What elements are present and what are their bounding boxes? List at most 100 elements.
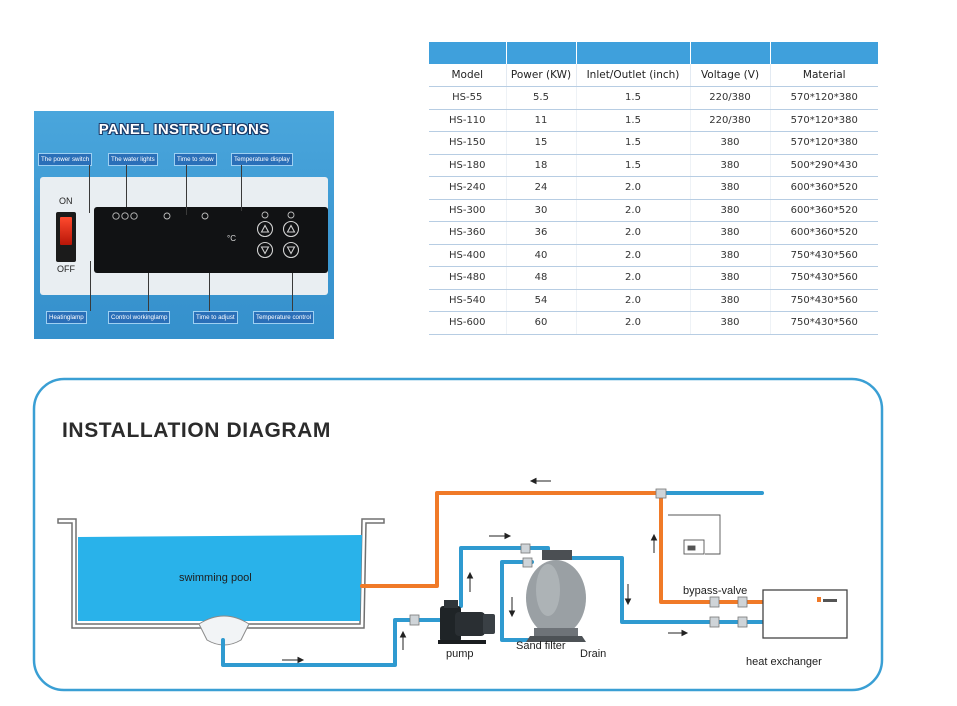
table-cell: 2.0 xyxy=(576,176,691,200)
table-cell: 24 xyxy=(506,176,577,200)
table-cell: HS-150 xyxy=(429,131,507,155)
pool-drain-bowl xyxy=(198,615,250,646)
column-header: Voltage (V) xyxy=(690,64,771,87)
table-cell: 2.0 xyxy=(576,199,691,222)
table-cell: HS-180 xyxy=(429,154,507,177)
heat-exchanger-label: heat exchanger xyxy=(746,656,822,668)
table-cell: 380 xyxy=(690,289,771,312)
table-cell: 5.5 xyxy=(506,86,577,110)
table-cell: 54 xyxy=(506,289,577,312)
table-cell: 570*120*380 xyxy=(770,131,878,155)
tag-temperature-display: Temperature display xyxy=(231,153,293,166)
table-cell: 380 xyxy=(690,221,771,245)
table-cell: 380 xyxy=(690,131,771,155)
table-cell: 600*360*520 xyxy=(770,176,878,200)
time-up-button xyxy=(256,220,274,238)
table-cell: 380 xyxy=(690,244,771,267)
bypass-branch xyxy=(668,514,721,555)
table-cell: 220/380 xyxy=(690,86,771,110)
table-cell: 750*430*560 xyxy=(770,311,878,335)
tag-time-to-show: Time to show xyxy=(174,153,217,166)
switch-off-label: OFF xyxy=(57,264,75,274)
tag-temperature-control: Temperature control xyxy=(253,311,315,324)
table-cell: 1.5 xyxy=(576,86,691,110)
sand-filter-icon xyxy=(526,550,586,642)
bypass-valve-label: bypass-valve xyxy=(683,585,748,597)
table-cell: 380 xyxy=(690,266,771,290)
table-cell: 48 xyxy=(506,266,577,290)
tag-heating-lamp: Heatinglamp xyxy=(46,311,87,324)
table-cell: 750*430*560 xyxy=(770,289,878,312)
pool-label: swimming pool xyxy=(179,572,252,584)
table-cell: 2.0 xyxy=(576,266,691,290)
temp-unit-label: °C xyxy=(227,234,236,243)
sand-filter-label: Sand filter xyxy=(516,640,566,652)
table-cell: 2.0 xyxy=(576,244,691,267)
table-cell: 2.0 xyxy=(576,311,691,335)
table-cell: HS-400 xyxy=(429,244,507,267)
table-cell: 380 xyxy=(690,199,771,222)
table-header-band xyxy=(429,42,878,64)
control-screen-icons xyxy=(112,211,300,259)
column-header: Material xyxy=(770,64,878,87)
table-cell: 2.0 xyxy=(576,221,691,245)
tag-water-lights: The water lights xyxy=(108,153,158,166)
panel-instructions: PANEL INSTRUGTIONS The power switch The … xyxy=(34,111,334,339)
thermometer-small-icon xyxy=(287,211,295,219)
heat-exchanger-icon xyxy=(762,589,848,639)
table-cell: 220/380 xyxy=(690,109,771,132)
table-cell: 30 xyxy=(506,199,577,222)
pump-icon xyxy=(438,600,495,644)
table-cell: 600*360*520 xyxy=(770,221,878,245)
column-header: Model xyxy=(429,64,507,87)
power-switch[interactable] xyxy=(56,212,76,262)
pump-label: pump xyxy=(446,648,474,660)
temp-down-button xyxy=(282,241,300,259)
diagram-title: INSTALLATION DIAGRAM xyxy=(62,419,332,442)
time-down-button xyxy=(256,241,274,259)
hot-water-pipes xyxy=(360,491,764,604)
table-cell: 36 xyxy=(506,221,577,245)
temp-icon xyxy=(201,212,209,220)
table-cell: HS-55 xyxy=(429,86,507,110)
table-cell: 2.0 xyxy=(576,289,691,312)
tag-control-working-lamp: Control workinglamp xyxy=(108,311,171,324)
pool-outline xyxy=(57,518,385,629)
table-cell: 1.5 xyxy=(576,109,691,132)
table-cell: 18 xyxy=(506,154,577,177)
temp-up-button xyxy=(282,220,300,238)
column-header: Inlet/Outlet (inch) xyxy=(576,64,691,87)
lamp-icon xyxy=(121,212,129,220)
table-cell: HS-240 xyxy=(429,176,507,200)
table-cell: HS-600 xyxy=(429,311,507,335)
tag-power-switch: The power switch xyxy=(38,153,93,166)
table-cell: 570*120*380 xyxy=(770,86,878,110)
tag-time-to-adjust: Time to adjust xyxy=(193,311,238,324)
table-cell: 380 xyxy=(690,311,771,335)
power-rocker xyxy=(60,217,72,245)
table-cell: 15 xyxy=(506,131,577,155)
table-cell: HS-480 xyxy=(429,266,507,290)
column-header: Power (KW) xyxy=(506,64,577,87)
table-cell: HS-300 xyxy=(429,199,507,222)
panel-title: PANEL INSTRUGTIONS xyxy=(98,121,270,138)
table-cell: 11 xyxy=(506,109,577,132)
table-cell: 750*430*560 xyxy=(770,244,878,267)
pool-water-fill xyxy=(78,535,362,621)
table-cell: 600*360*520 xyxy=(770,199,878,222)
table-cell: HS-110 xyxy=(429,109,507,132)
table-cell: 500*290*430 xyxy=(770,154,878,177)
switch-on-label: ON xyxy=(59,196,73,206)
